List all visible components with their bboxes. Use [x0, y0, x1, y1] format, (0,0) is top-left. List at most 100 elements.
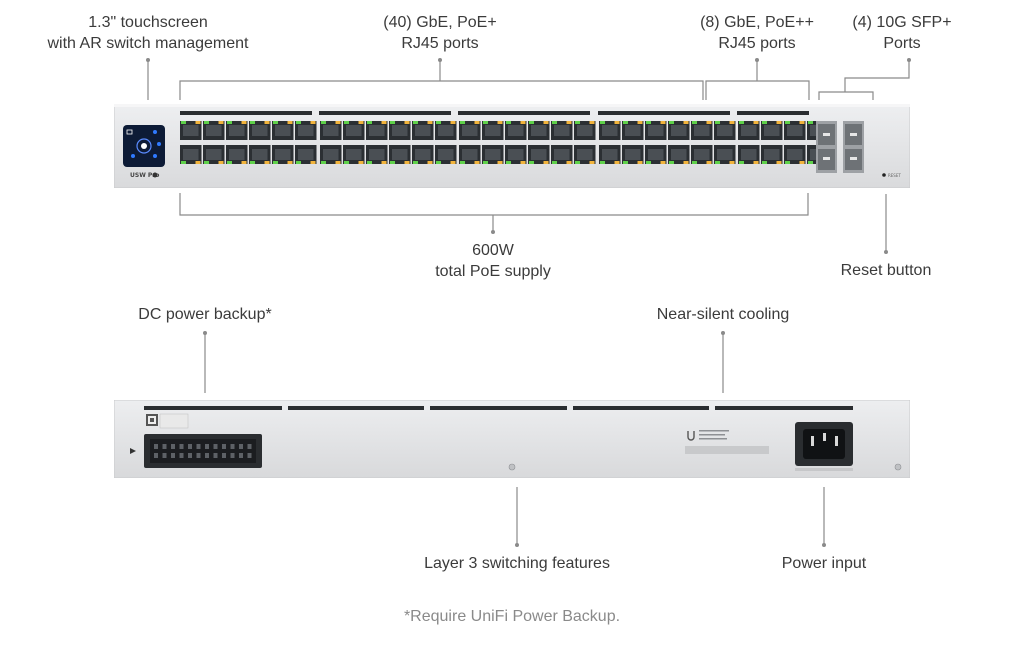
rj45-port[interactable]	[435, 145, 457, 164]
link-led	[413, 121, 418, 124]
poe-led	[706, 121, 712, 124]
rj45-port[interactable]	[761, 145, 783, 164]
rj45-port[interactable]	[714, 121, 736, 140]
link-led	[181, 161, 186, 164]
rj45-port[interactable]	[505, 121, 527, 140]
cooling-line1: Near-silent cooling	[656, 306, 790, 323]
poe-led	[381, 121, 387, 124]
rj45-port[interactable]	[551, 145, 573, 164]
rj45-port[interactable]	[295, 145, 317, 164]
poe-led	[195, 161, 201, 164]
rj45-port[interactable]	[551, 121, 573, 140]
poe-led	[497, 161, 503, 164]
link-led	[669, 121, 674, 124]
rj45-port[interactable]	[366, 145, 388, 164]
rj45-port[interactable]	[691, 121, 713, 140]
poe-led	[637, 121, 643, 124]
rj45-port[interactable]	[528, 121, 550, 140]
gbe-poepp-line2: RJ45 ports	[718, 35, 796, 52]
link-led	[250, 121, 255, 124]
rj45-port[interactable]	[599, 145, 621, 164]
rj45-port[interactable]	[482, 121, 504, 140]
dc-pin	[213, 453, 218, 458]
rj45-port[interactable]	[761, 121, 783, 140]
rj45-port[interactable]	[738, 145, 760, 164]
link-led	[785, 121, 790, 124]
sfp-bracket	[818, 91, 874, 100]
link-led	[623, 161, 628, 164]
rj45-port[interactable]	[389, 121, 411, 140]
link-led	[529, 161, 534, 164]
rj45-port[interactable]	[343, 121, 365, 140]
rj45-port[interactable]	[622, 121, 644, 140]
poe-led	[241, 161, 247, 164]
rj45-port[interactable]	[668, 121, 690, 140]
link-led	[600, 161, 605, 164]
rj45-port[interactable]	[459, 145, 481, 164]
rj45-port[interactable]	[622, 145, 644, 164]
rj45-port[interactable]	[412, 145, 434, 164]
gbe-poe-line2: RJ45 ports	[401, 35, 479, 52]
rj45-port[interactable]	[482, 145, 504, 164]
rj45-port[interactable]	[249, 145, 271, 164]
rj45-port[interactable]	[366, 121, 388, 140]
link-led	[739, 121, 744, 124]
dc-pin	[247, 453, 252, 458]
rj45-port[interactable]	[459, 121, 481, 140]
sfp-ports[interactable]	[816, 121, 864, 173]
rj45-port[interactable]	[412, 121, 434, 140]
touchscreen-callout: 1.3" touchscreen with AR switch manageme…	[28, 12, 268, 54]
rj45-port[interactable]	[574, 145, 596, 164]
rj45-port-grid	[180, 121, 829, 164]
rj45-port[interactable]	[203, 145, 225, 164]
rj45-port[interactable]	[528, 145, 550, 164]
rj45-port[interactable]	[599, 121, 621, 140]
dc-pin	[205, 453, 209, 458]
link-led	[436, 161, 441, 164]
power-input-line1: Power input	[781, 555, 867, 572]
poe-led	[404, 121, 410, 124]
rj45-port[interactable]	[714, 145, 736, 164]
rj45-port[interactable]	[203, 121, 225, 140]
poe-led	[335, 121, 341, 124]
rj45-port[interactable]	[320, 145, 342, 164]
link-led	[646, 161, 651, 164]
rj45-port[interactable]	[784, 145, 806, 164]
touchscreen-line1: 1.3" touchscreen	[88, 14, 208, 31]
rj45-port[interactable]	[226, 145, 248, 164]
rj45-port[interactable]	[272, 145, 294, 164]
rj45-port[interactable]	[645, 121, 667, 140]
rj45-port[interactable]	[180, 145, 202, 164]
poe-led	[799, 121, 805, 124]
ac-power-inlet[interactable]	[795, 422, 853, 471]
rj45-port[interactable]	[691, 145, 713, 164]
reset-button[interactable]	[882, 173, 886, 177]
touchscreen-line2: with AR switch management	[47, 35, 249, 52]
link-led	[552, 161, 557, 164]
dc-pin	[222, 444, 226, 449]
rj45-port[interactable]	[435, 121, 457, 140]
poe-led	[753, 121, 759, 124]
dc-power-backup-connector[interactable]	[144, 434, 262, 468]
touchscreen-display[interactable]	[123, 125, 165, 167]
rj45-port[interactable]	[226, 121, 248, 140]
link-led	[575, 121, 580, 124]
rj45-port[interactable]	[389, 145, 411, 164]
rj45-port[interactable]	[668, 145, 690, 164]
rj45-port[interactable]	[505, 145, 527, 164]
rj45-port[interactable]	[272, 121, 294, 140]
rj45-port[interactable]	[645, 145, 667, 164]
rj45-port[interactable]	[343, 145, 365, 164]
model-label: USW Pro	[130, 172, 159, 179]
rj45-port[interactable]	[738, 121, 760, 140]
rj45-port[interactable]	[180, 121, 202, 140]
poe-supply-line2: total PoE supply	[435, 263, 551, 280]
poe-led	[427, 121, 433, 124]
rj45-port[interactable]	[320, 121, 342, 140]
rj45-port[interactable]	[249, 121, 271, 140]
rj45-port[interactable]	[784, 121, 806, 140]
link-led	[321, 121, 326, 124]
rj45-port[interactable]	[295, 121, 317, 140]
switch-rear-panel	[114, 400, 910, 478]
rj45-port[interactable]	[574, 121, 596, 140]
